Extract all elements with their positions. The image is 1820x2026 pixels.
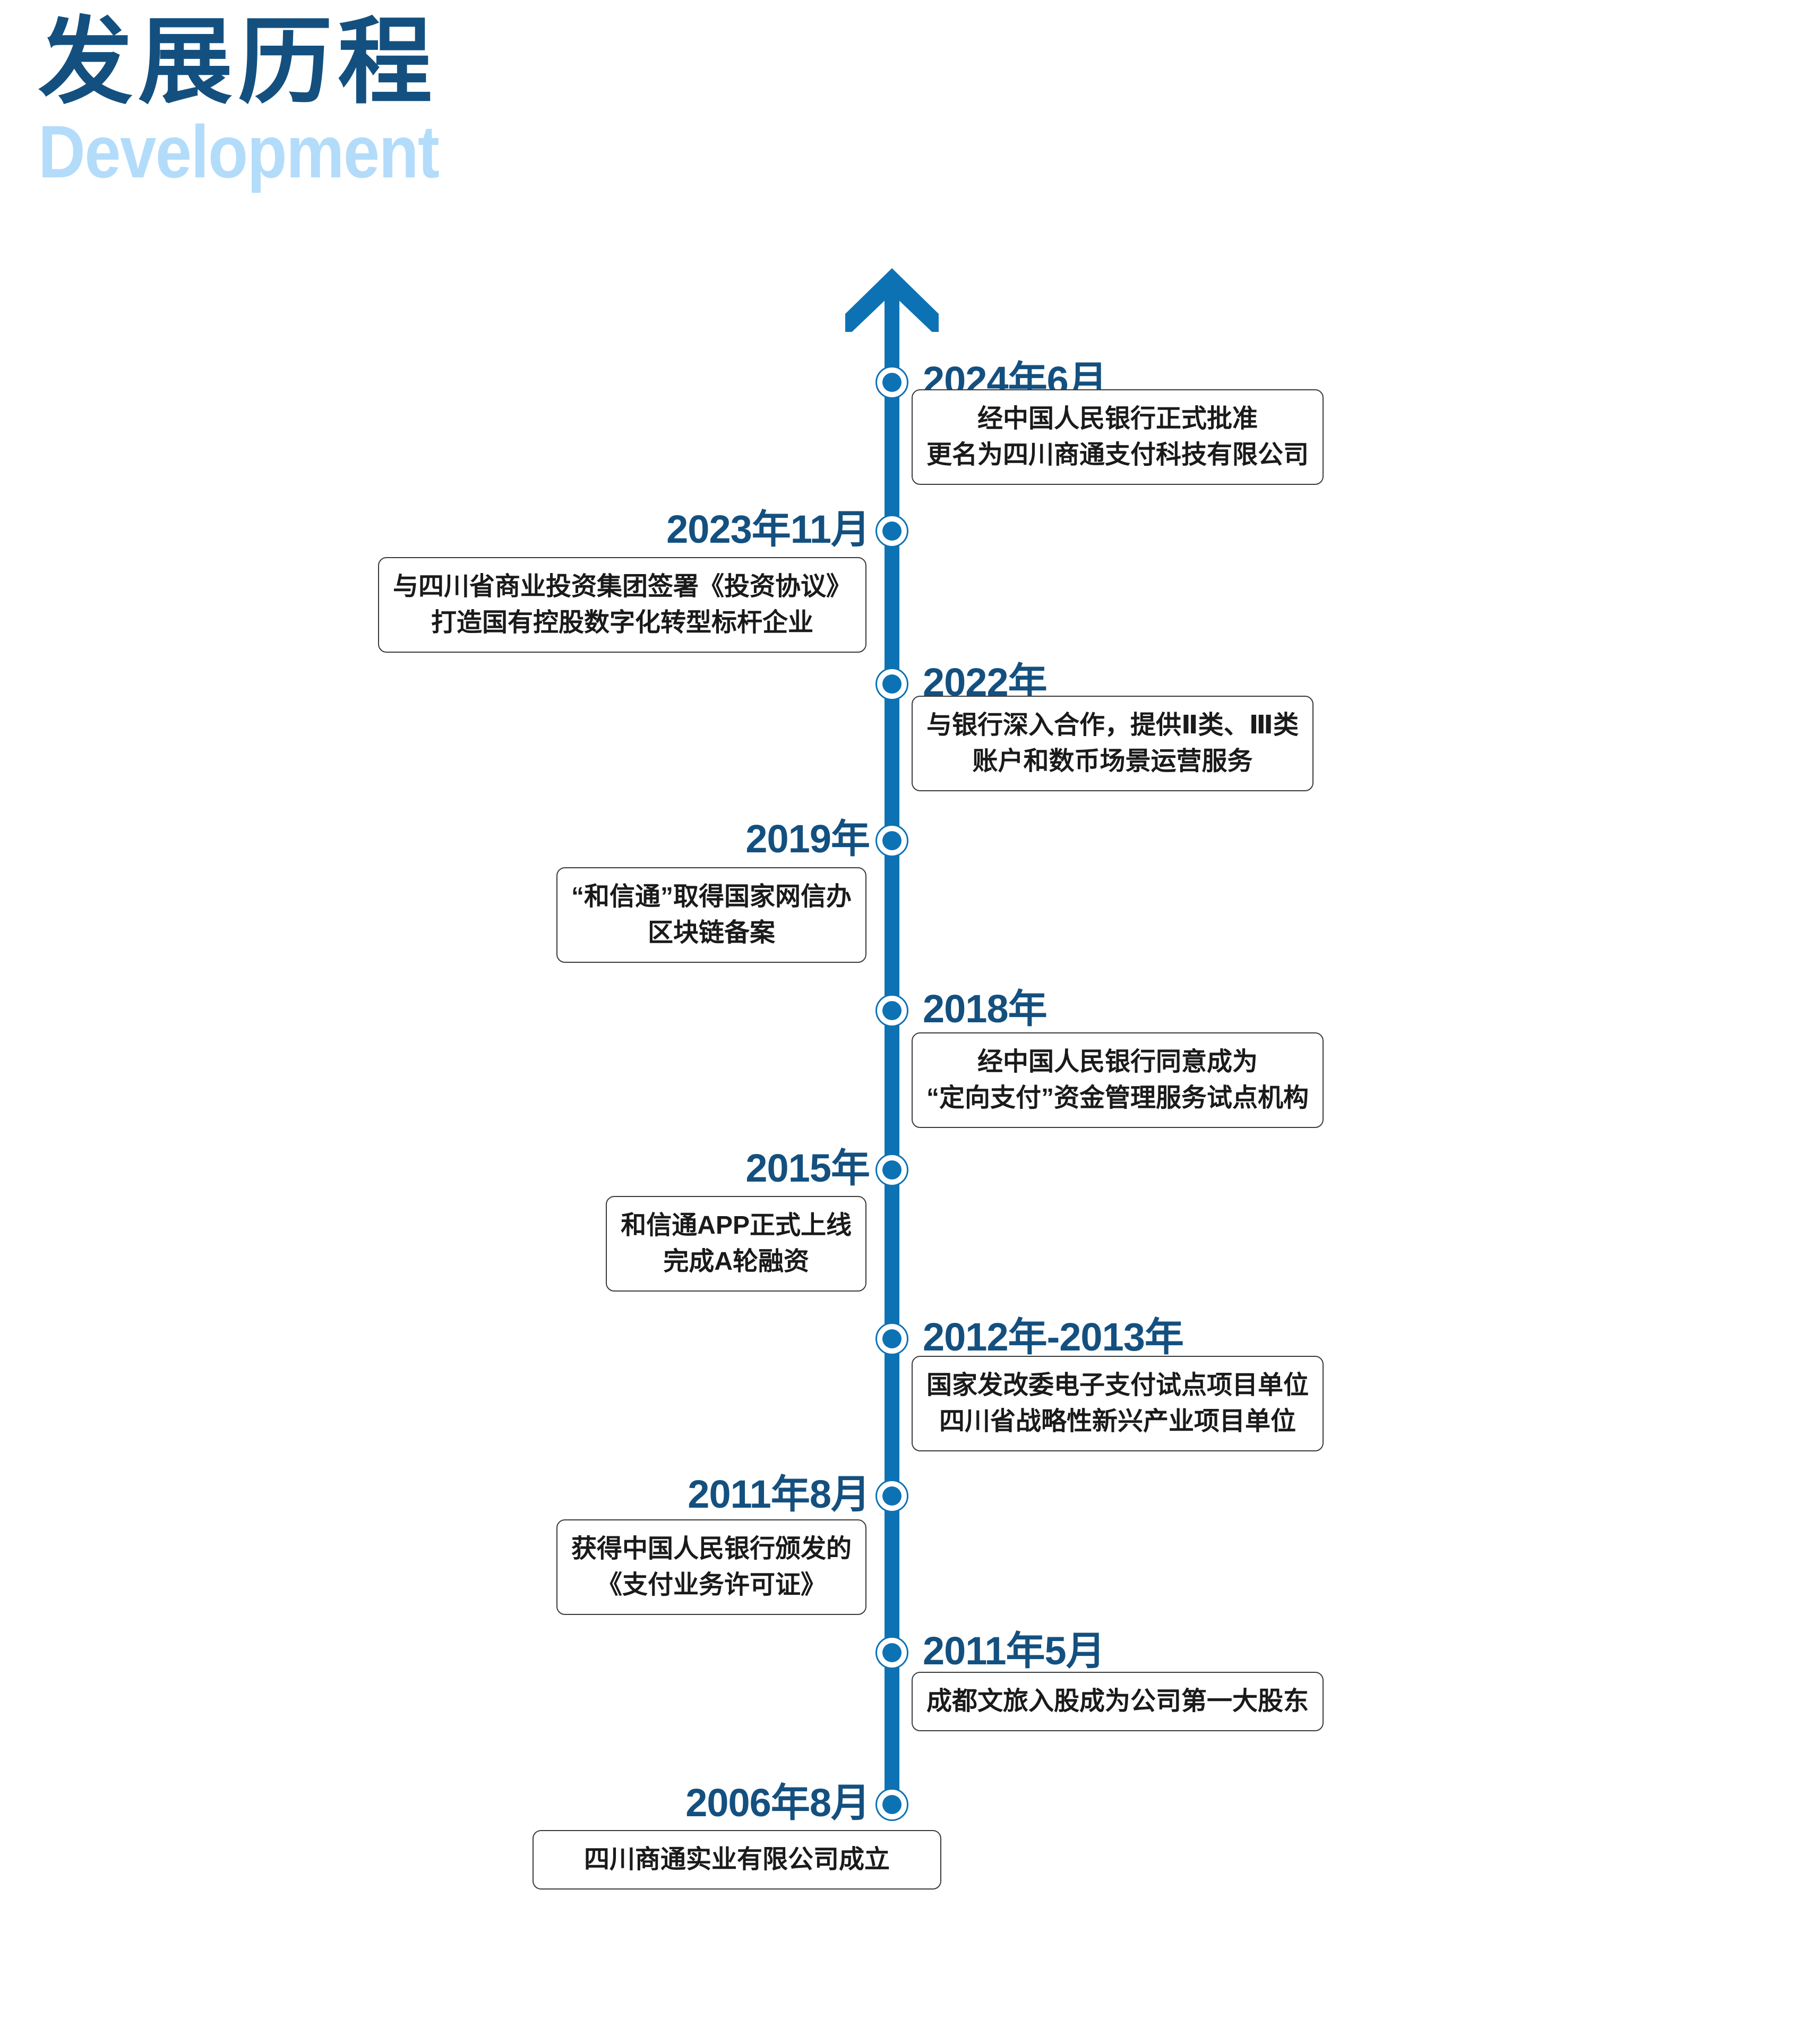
timeline-dot-icon[interactable]: [875, 994, 908, 1027]
page-title-english: Development: [38, 110, 440, 193]
timeline-dot-icon[interactable]: [875, 1153, 908, 1186]
event-line: 区块链备案: [647, 919, 775, 947]
timeline-year-label: 2018年: [923, 987, 1048, 1031]
event-line: 四川商通实业有限公司成立: [583, 1845, 890, 1874]
timeline-event-box: 获得中国人民银行颁发的 《支付业务许可证》: [556, 1519, 866, 1615]
timeline-event-box: 成都文旅入股成为公司第一大股东: [912, 1672, 1324, 1732]
event-line: 经中国人民银行同意成为: [977, 1048, 1258, 1076]
timeline-dot-icon[interactable]: [875, 668, 908, 700]
page-heading: 发展历程 Development: [38, 15, 493, 189]
timeline-dot-icon[interactable]: [875, 1788, 908, 1821]
event-line: 经中国人民银行正式批准: [977, 405, 1258, 433]
event-line: 成都文旅入股成为公司第一大股东: [926, 1687, 1309, 1715]
timeline-axis: [885, 300, 899, 1816]
timeline-year-label: 2011年5月: [923, 1629, 1105, 1673]
timeline-dot-icon[interactable]: [875, 1480, 908, 1512]
timeline-event-box: 和信通APP正式上线 完成A轮融资: [606, 1196, 866, 1292]
timeline-dot-icon[interactable]: [875, 824, 908, 857]
event-line: 四川省战略性新兴产业项目单位: [939, 1407, 1297, 1436]
timeline-year-label: 2015年: [745, 1146, 870, 1190]
timeline-event-box: 经中国人民银行正式批准 更名为四川商通支付科技有限公司: [912, 389, 1324, 485]
timeline-year-label: 2012年-2013年: [923, 1315, 1184, 1359]
event-line: “和信通”取得国家网信办: [571, 883, 852, 911]
event-line: 获得中国人民银行颁发的: [571, 1535, 852, 1563]
timeline-event-box: 与银行深入合作，提供Ⅱ类、Ⅲ类 账户和数币场景运营服务: [912, 696, 1314, 792]
up-arrow-icon: [845, 268, 939, 332]
event-line: 国家发改委电子支付试点项目单位: [926, 1371, 1309, 1399]
timeline-dot-icon[interactable]: [875, 1322, 908, 1355]
page-title-chinese: 发展历程: [38, 9, 437, 115]
timeline-dot-icon[interactable]: [875, 1636, 908, 1669]
timeline-event-box: 四川商通实业有限公司成立: [533, 1830, 941, 1890]
event-line: 《支付业务许可证》: [596, 1571, 826, 1600]
timeline-dot-icon[interactable]: [875, 366, 908, 399]
event-line: 更名为四川商通支付科技有限公司: [926, 441, 1309, 469]
timeline-year-label: 2022年: [923, 660, 1048, 704]
timeline-event-box: “和信通”取得国家网信办 区块链备案: [556, 867, 866, 963]
event-line: 与银行深入合作，提供Ⅱ类、Ⅲ类: [926, 711, 1299, 739]
timeline-year-label: 2006年8月: [685, 1781, 870, 1825]
event-line: 和信通APP正式上线: [621, 1211, 852, 1239]
event-line: 与四川省商业投资集团签署《投资协议》: [392, 572, 852, 601]
timeline-event-box: 经中国人民银行同意成为 “定向支付”资金管理服务试点机构: [912, 1032, 1324, 1129]
timeline-year-label: 2023年11月: [666, 507, 870, 551]
timeline-year-label: 2019年: [745, 817, 870, 861]
event-line: “定向支付”资金管理服务试点机构: [926, 1084, 1309, 1113]
timeline-event-box: 与四川省商业投资集团签署《投资协议》 打造国有控股数字化转型标杆企业: [377, 557, 866, 653]
timeline-dot-icon[interactable]: [875, 515, 908, 548]
event-line: 打造国有控股数字化转型标杆企业: [431, 609, 813, 637]
timeline-year-label: 2011年8月: [688, 1472, 870, 1516]
event-line: 账户和数币场景运营服务: [972, 747, 1253, 776]
event-line: 完成A轮融资: [663, 1247, 809, 1276]
timeline-event-box: 国家发改委电子支付试点项目单位 四川省战略性新兴产业项目单位: [912, 1356, 1324, 1452]
